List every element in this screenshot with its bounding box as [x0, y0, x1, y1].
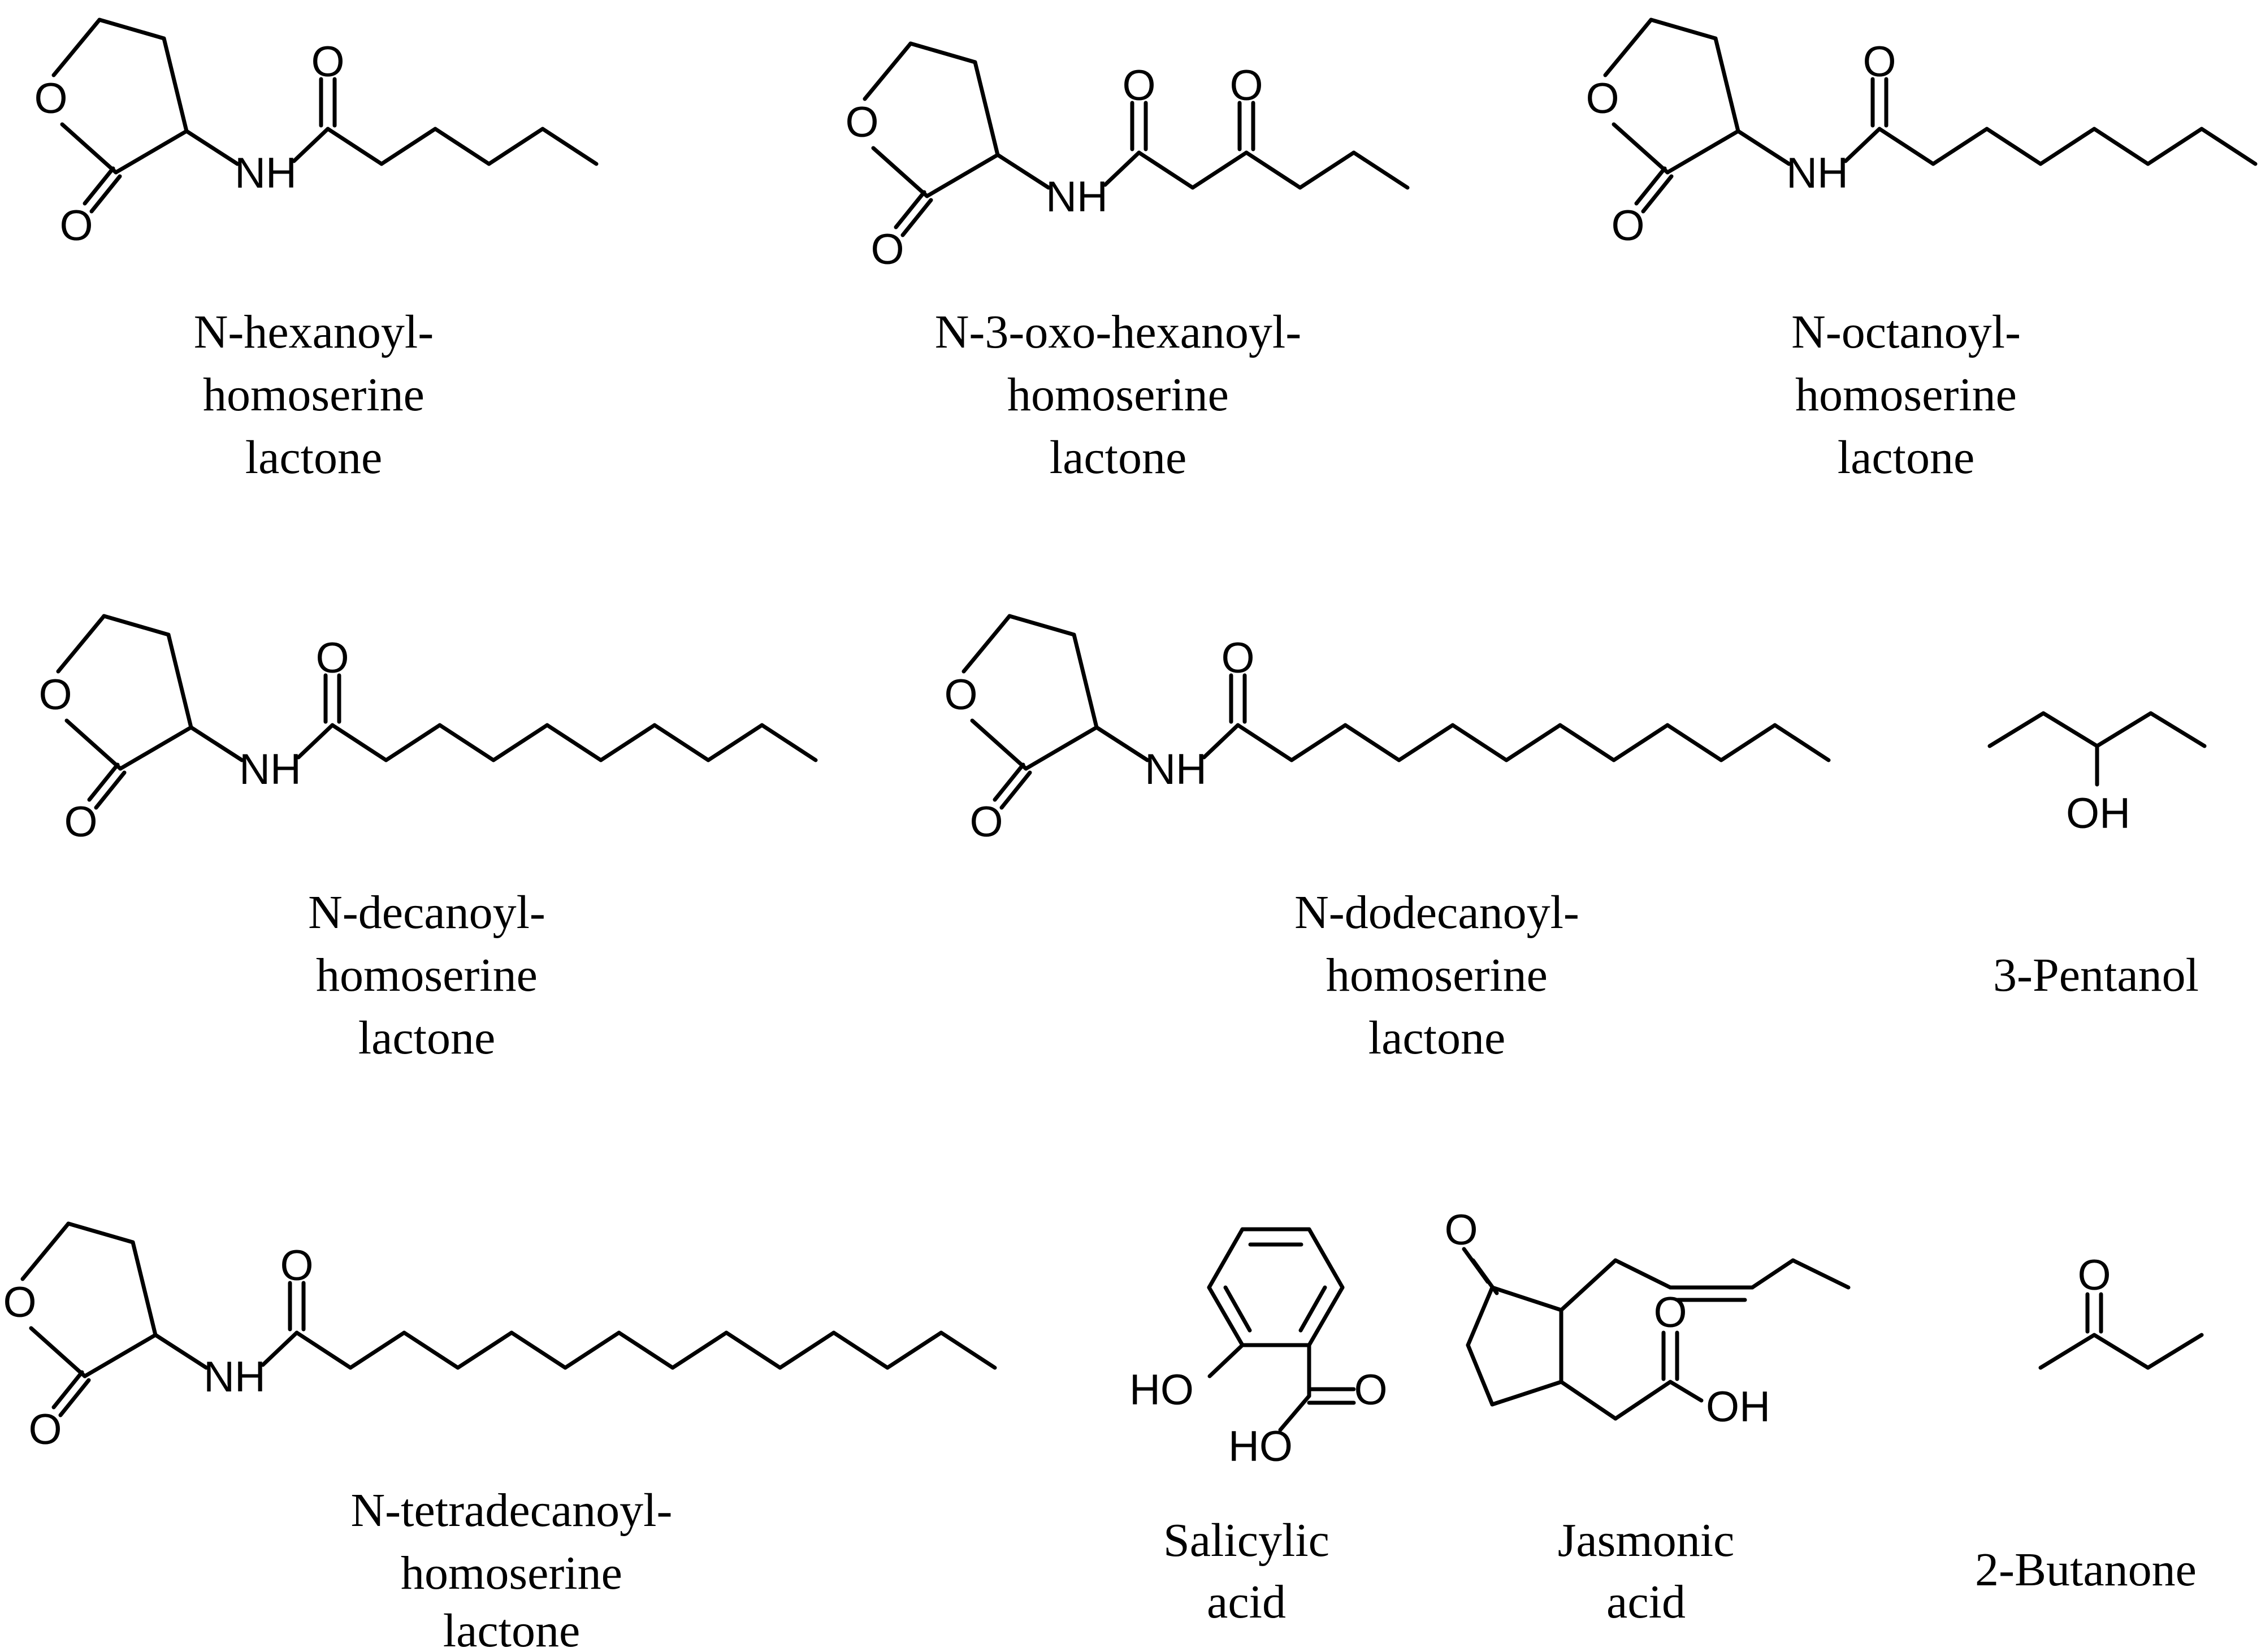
atom-o-lactone: O [59, 202, 93, 250]
bonds [1207, 1227, 1356, 1432]
structure-2-butanone: O [2038, 1251, 2204, 1370]
atom-o-amide: O [315, 634, 349, 682]
atom-nh: NH [203, 1353, 266, 1401]
atom-oh: OH [1706, 1383, 1770, 1431]
atom-o-ketone: O [1444, 1206, 1478, 1254]
compound-name-line-3: lactone [1838, 431, 1975, 484]
bonds [20, 1221, 997, 1417]
compound-name-line-2: homoserine [401, 1547, 622, 1599]
atom-nh: NH [1046, 173, 1108, 221]
compound-name-line-2: homoserine [316, 949, 538, 1001]
compound-name-line-1: N-tetradecanoyl- [350, 1484, 672, 1537]
compound-name-line-3: lactone [1050, 431, 1187, 484]
compound-name-line-3: lactone [245, 431, 383, 484]
atom-o-lactone: O [1611, 202, 1644, 250]
bonds [2038, 1292, 2204, 1370]
atom-o-ring: O [34, 75, 67, 123]
atom-o-amide: O [1122, 62, 1155, 110]
compound-name-line-1: N-octanoyl- [1791, 306, 2021, 358]
compound-name-line-3: lactone [1368, 1012, 1506, 1064]
compound-name-line-1: N-3-oxo-hexanoyl- [935, 306, 1301, 358]
compound-name-line-2: homoserine [203, 368, 425, 421]
structure-c10-hsl: O NH O O [38, 614, 818, 846]
bonds [961, 614, 1831, 810]
compound-name-line-1: N-hexanoyl- [194, 306, 434, 358]
atom-o: O [2077, 1251, 2111, 1299]
atom-o-ring: O [3, 1278, 36, 1326]
bonds [51, 18, 599, 214]
atom-ho-acid: HO [1228, 1423, 1293, 1471]
atom-o-carbonyl: O [1653, 1289, 1687, 1337]
atom-o-amide: O [311, 38, 344, 86]
atom-o-amide: O [1221, 634, 1254, 682]
atom-o-lactone: O [870, 226, 904, 274]
atom-nh: NH [1145, 745, 1207, 794]
compound-name-line-1: N-decanoyl- [308, 886, 545, 939]
structure-c8-hsl: O NH O O [1586, 18, 2258, 250]
atom-nh: NH [1786, 149, 1848, 197]
compound-name-line-2: homoserine [1326, 949, 1548, 1001]
compound-name: 3-Pentanol [1993, 949, 2199, 1001]
structure-c12-hsl: O NH O O [944, 614, 1831, 846]
atom-o-lactone: O [969, 798, 1003, 846]
atom-nh: NH [235, 149, 297, 197]
compound-name-line-2: homoserine [1007, 368, 1229, 421]
bonds [1987, 711, 2207, 787]
compound-name-line-2: acid [1207, 1576, 1286, 1628]
structure-jasmonic-acid: O O OH [1444, 1206, 1851, 1431]
compound-name-line-2: acid [1606, 1576, 1686, 1628]
atom-o-amide: O [1862, 38, 1896, 86]
compound-name-line-1: Salicylic [1163, 1514, 1329, 1567]
compound-name-line-3: lactone [443, 1605, 581, 1652]
compound-name-line-2: homoserine [1795, 368, 2017, 421]
structure-salicylic-acid: HO O HO [1129, 1227, 1388, 1471]
compound-name-line-1: N-dodecanoyl- [1294, 886, 1579, 939]
compound-name-line-3: lactone [358, 1012, 496, 1064]
atom-o-ring: O [38, 671, 72, 719]
atom-o-keto: O [1229, 62, 1263, 110]
atom-o-lactone: O [28, 1406, 62, 1454]
structure-3-pentanol: OH [1987, 711, 2207, 838]
structure-c6-hsl: O NH O O N-hexanoyl- homoserine lactone [34, 18, 599, 484]
bonds [863, 41, 1410, 237]
atom-nh: NH [239, 745, 301, 794]
structure-c14-hsl: O NH O O [3, 1221, 997, 1454]
compound-name-line-1: Jasmonic [1558, 1514, 1735, 1567]
atom-o-ring: O [944, 671, 977, 719]
compound-name: 2-Butanone [1975, 1543, 2197, 1596]
atom-o-ring: O [1586, 75, 1619, 123]
bonds [1603, 18, 2258, 214]
atom-o-lactone: O [64, 798, 97, 846]
atom-o-ring: O [845, 98, 878, 146]
bonds [1462, 1247, 1851, 1421]
atom-oh: OH [2066, 790, 2130, 838]
atom-o-carbonyl: O [1354, 1366, 1387, 1414]
structure-3-oxo-c6-hsl: O NH O O O [845, 41, 1410, 274]
atom-ho-phenol: HO [1129, 1366, 1194, 1414]
bonds [56, 614, 818, 810]
atom-o-amide: O [280, 1242, 313, 1290]
